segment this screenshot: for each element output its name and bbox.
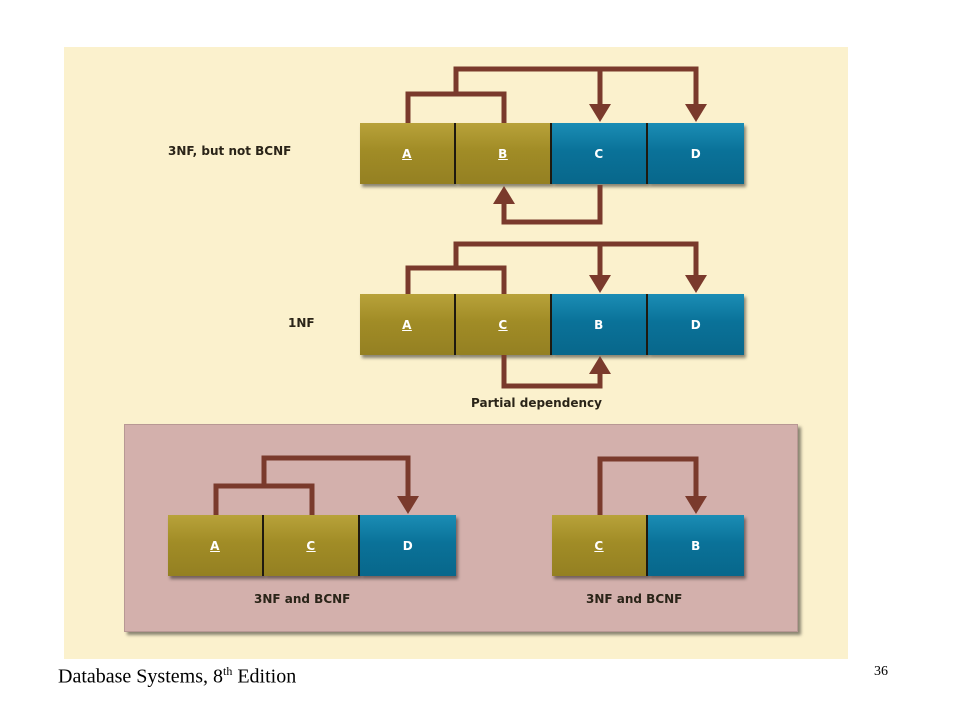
table-label-3nf-bcnf: 3NF and BCNF bbox=[586, 592, 683, 606]
attribute-cell: A bbox=[168, 515, 264, 576]
attribute-cell: C bbox=[552, 123, 648, 184]
attribute-cell: A bbox=[360, 123, 456, 184]
edition-word: Edition bbox=[232, 665, 297, 688]
row-label-1nf: 1NF bbox=[288, 316, 315, 330]
partial-dependency-label: Partial dependency bbox=[471, 396, 602, 410]
attribute-cell: C bbox=[264, 515, 360, 576]
book-title-text: Database Systems, 8 bbox=[58, 665, 223, 688]
edition-suffix: th bbox=[222, 664, 233, 678]
attribute-cell: C bbox=[456, 294, 552, 355]
table-label-3nf-bcnf: 3NF and BCNF bbox=[254, 592, 351, 606]
attribute-cell: B bbox=[552, 294, 648, 355]
attribute-cell: C bbox=[552, 515, 648, 576]
attribute-cell: D bbox=[648, 123, 744, 184]
page-number: 36 bbox=[874, 664, 888, 679]
attribute-cell: B bbox=[648, 515, 744, 576]
attribute-cell: D bbox=[648, 294, 744, 355]
book-title: Database Systems, 8th Edition bbox=[58, 664, 296, 689]
attribute-cell: B bbox=[456, 123, 552, 184]
row-label-3nf-not-bcnf: 3NF, but not BCNF bbox=[168, 144, 292, 158]
attribute-cell: A bbox=[360, 294, 456, 355]
attribute-cell: D bbox=[360, 515, 456, 576]
